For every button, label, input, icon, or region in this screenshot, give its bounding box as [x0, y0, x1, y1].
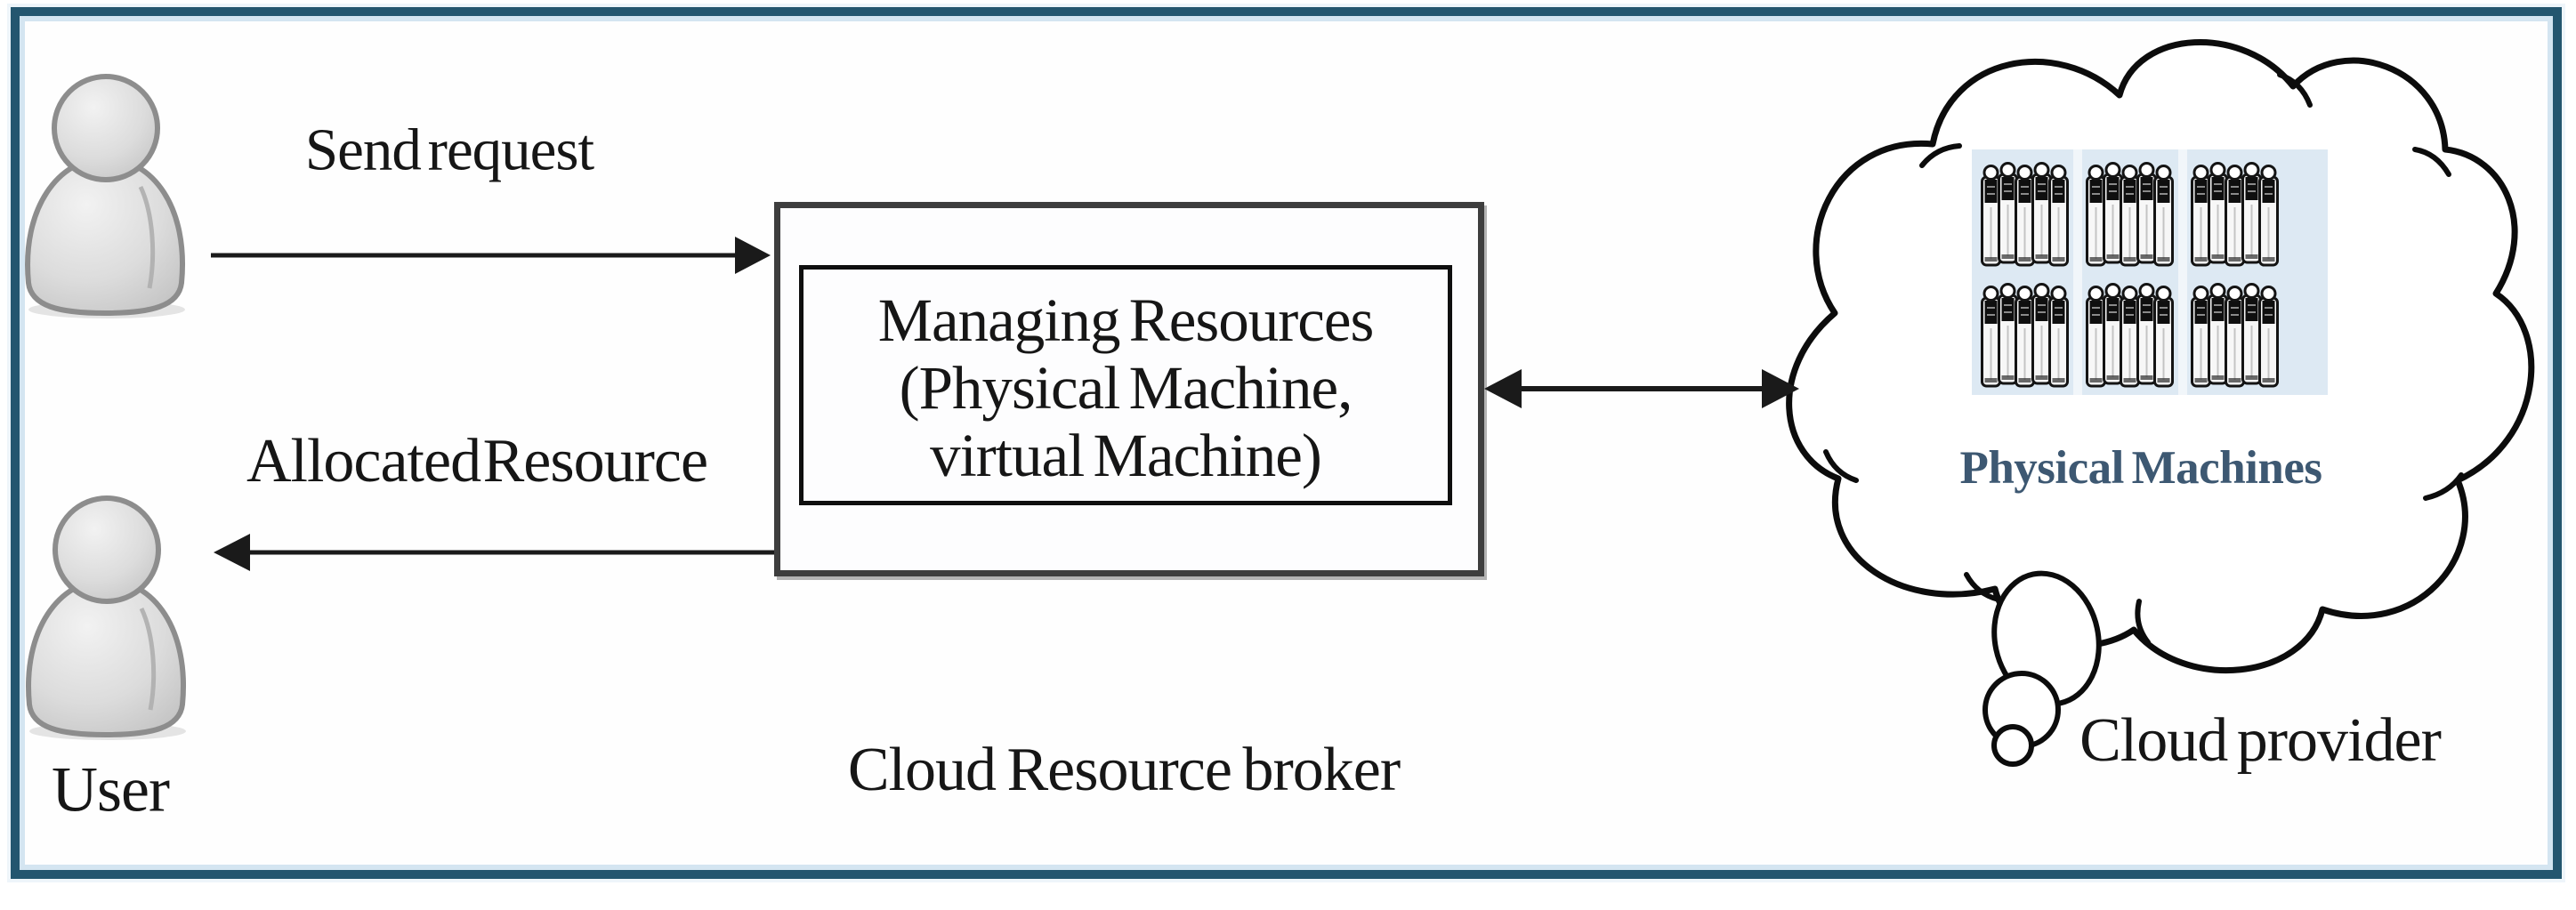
server-rack-icon [2192, 164, 2278, 266]
cloud-provider-caption: Cloud provider [2079, 706, 2442, 775]
server-racks [1972, 149, 2328, 395]
broker-caption: Cloud Resource broker [847, 736, 1401, 804]
server-rack-icon [2087, 164, 2173, 266]
broker-provider-double-arrow [1484, 369, 1799, 408]
cloud-stroke-hooks [1823, 72, 2464, 645]
broker-box-line-2: (Physical Machine, [899, 354, 1353, 422]
send-request-arrow [211, 237, 771, 274]
broker-inner-box: Managing Resources (Physical Machine, vi… [799, 265, 1452, 505]
server-rack-icon [1982, 164, 2068, 266]
cloud-tail-bubbles [1982, 570, 2102, 767]
broker-box-line-3: virtual Machine) [930, 422, 1322, 489]
user-icon-bottom [28, 498, 186, 740]
broker-box-line-1: Managing Resources [877, 286, 1375, 354]
user-icon-top [28, 77, 185, 318]
allocated-resource-arrow [214, 534, 775, 571]
physical-machines-label: Physical Machines [1959, 442, 2322, 494]
send-request-label: Send request [304, 117, 594, 183]
user-label: User [52, 753, 170, 825]
allocated-resource-label: Allocated Resource [246, 427, 708, 495]
server-rack-icon [2087, 285, 2173, 387]
server-rack-icon [1982, 285, 2068, 387]
server-rack-icon [2192, 285, 2278, 387]
